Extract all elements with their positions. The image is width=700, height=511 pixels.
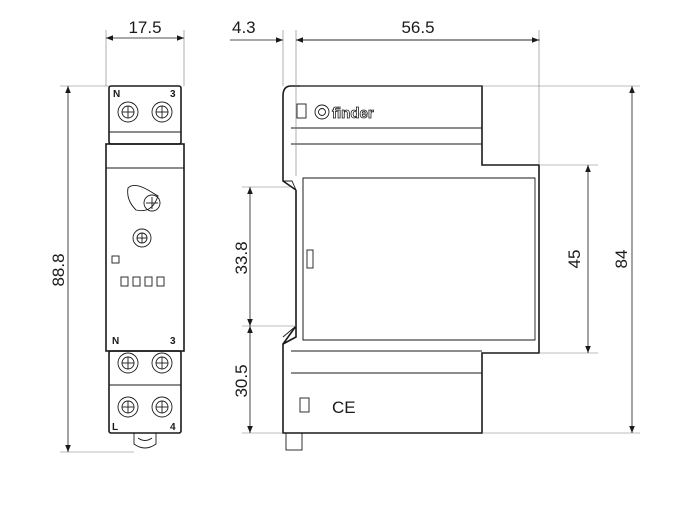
finder-logo-icon: finder — [314, 104, 374, 122]
terminal-screw-icon — [151, 352, 173, 374]
top-left-terminal-label: N — [113, 89, 120, 100]
lower-offset-dimension: 30.5 — [232, 364, 251, 397]
rail-height-dimension: 33.8 — [232, 241, 251, 274]
din-clip-tab — [285, 432, 303, 451]
side-body-outline — [282, 85, 540, 434]
front-width-dimension: 17.5 — [128, 18, 161, 37]
label-window — [299, 397, 310, 413]
ce-mark: CE — [332, 398, 356, 417]
front-body — [105, 143, 185, 352]
rail-notch-top — [283, 180, 297, 191]
side-height-dimension: 84 — [612, 250, 631, 269]
front-face-height-dimension: 45 — [565, 250, 584, 269]
mid-right-terminal-label: 3 — [170, 336, 176, 347]
led-indicator — [111, 255, 120, 264]
terminal-screw-icon — [117, 101, 139, 123]
body-depth-dimension: 56.5 — [401, 18, 434, 37]
terminal-screw-icon — [151, 101, 173, 123]
side-view: finder CE — [282, 85, 540, 451]
brand-text: finder — [332, 105, 374, 122]
front-height-dimension: 88.8 — [49, 253, 68, 286]
front-view: N 3 N 3 — [105, 85, 185, 449]
rail-notch-bottom — [282, 325, 297, 338]
bottom-left-terminal-label: L — [112, 422, 118, 433]
bottom-right-terminal-label: 4 — [170, 422, 176, 433]
terminal-screw-icon — [117, 396, 139, 418]
terminal-screw-icon — [117, 352, 139, 374]
side-dimensions: 4.3 56.5 33.8 30.5 45 84 — [230, 18, 640, 434]
label-window — [296, 103, 307, 119]
front-dimensions: 17.5 88.8 — [49, 18, 185, 453]
sensitivity-knob-icon — [127, 185, 161, 212]
top-right-terminal-label: 3 — [170, 89, 176, 100]
din-clip — [133, 433, 157, 449]
adjust-screw-icon — [132, 228, 152, 248]
mid-left-terminal-label: N — [112, 336, 119, 347]
bottom-terminal-block — [108, 350, 182, 434]
led-row — [120, 276, 165, 287]
terminal-screw-icon — [151, 396, 173, 418]
side-latch — [306, 249, 314, 269]
front-face-panel — [302, 177, 536, 341]
rail-clip-width-dimension: 4.3 — [232, 18, 256, 37]
